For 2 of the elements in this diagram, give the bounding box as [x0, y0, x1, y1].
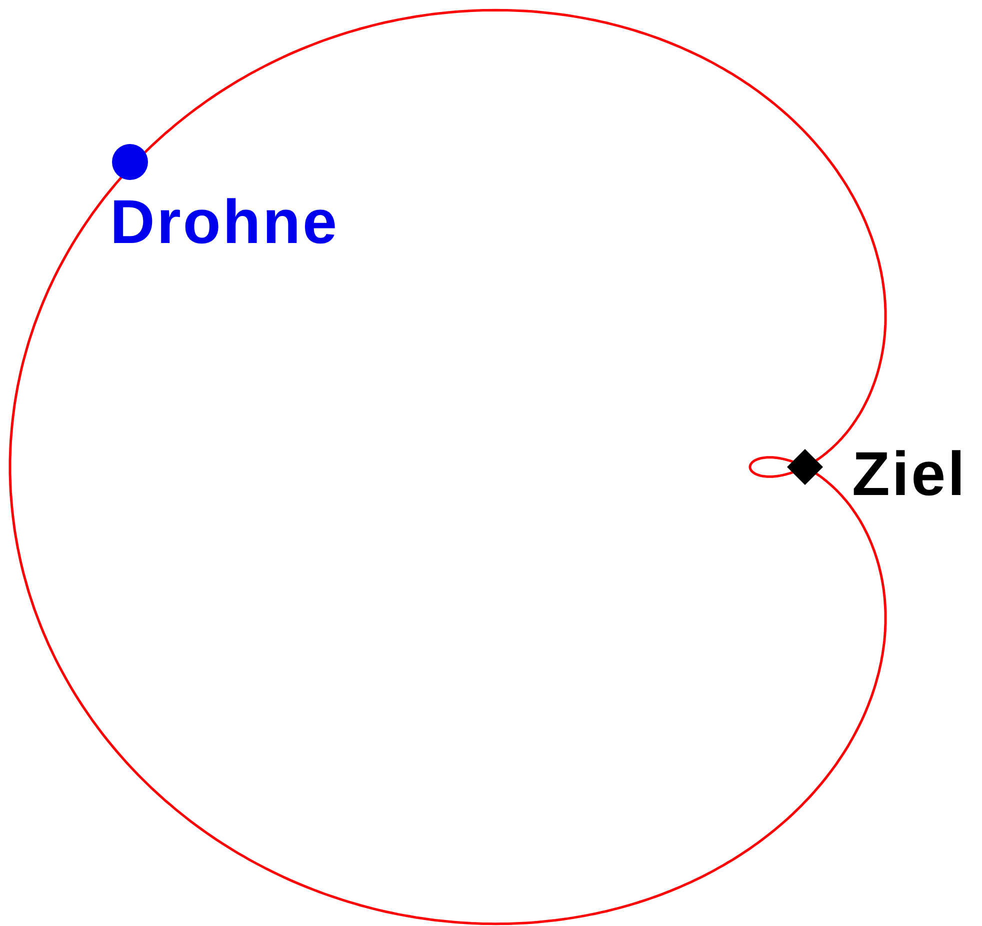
- point-label: Ziel: [852, 444, 967, 506]
- point-label: Drohne: [110, 192, 339, 254]
